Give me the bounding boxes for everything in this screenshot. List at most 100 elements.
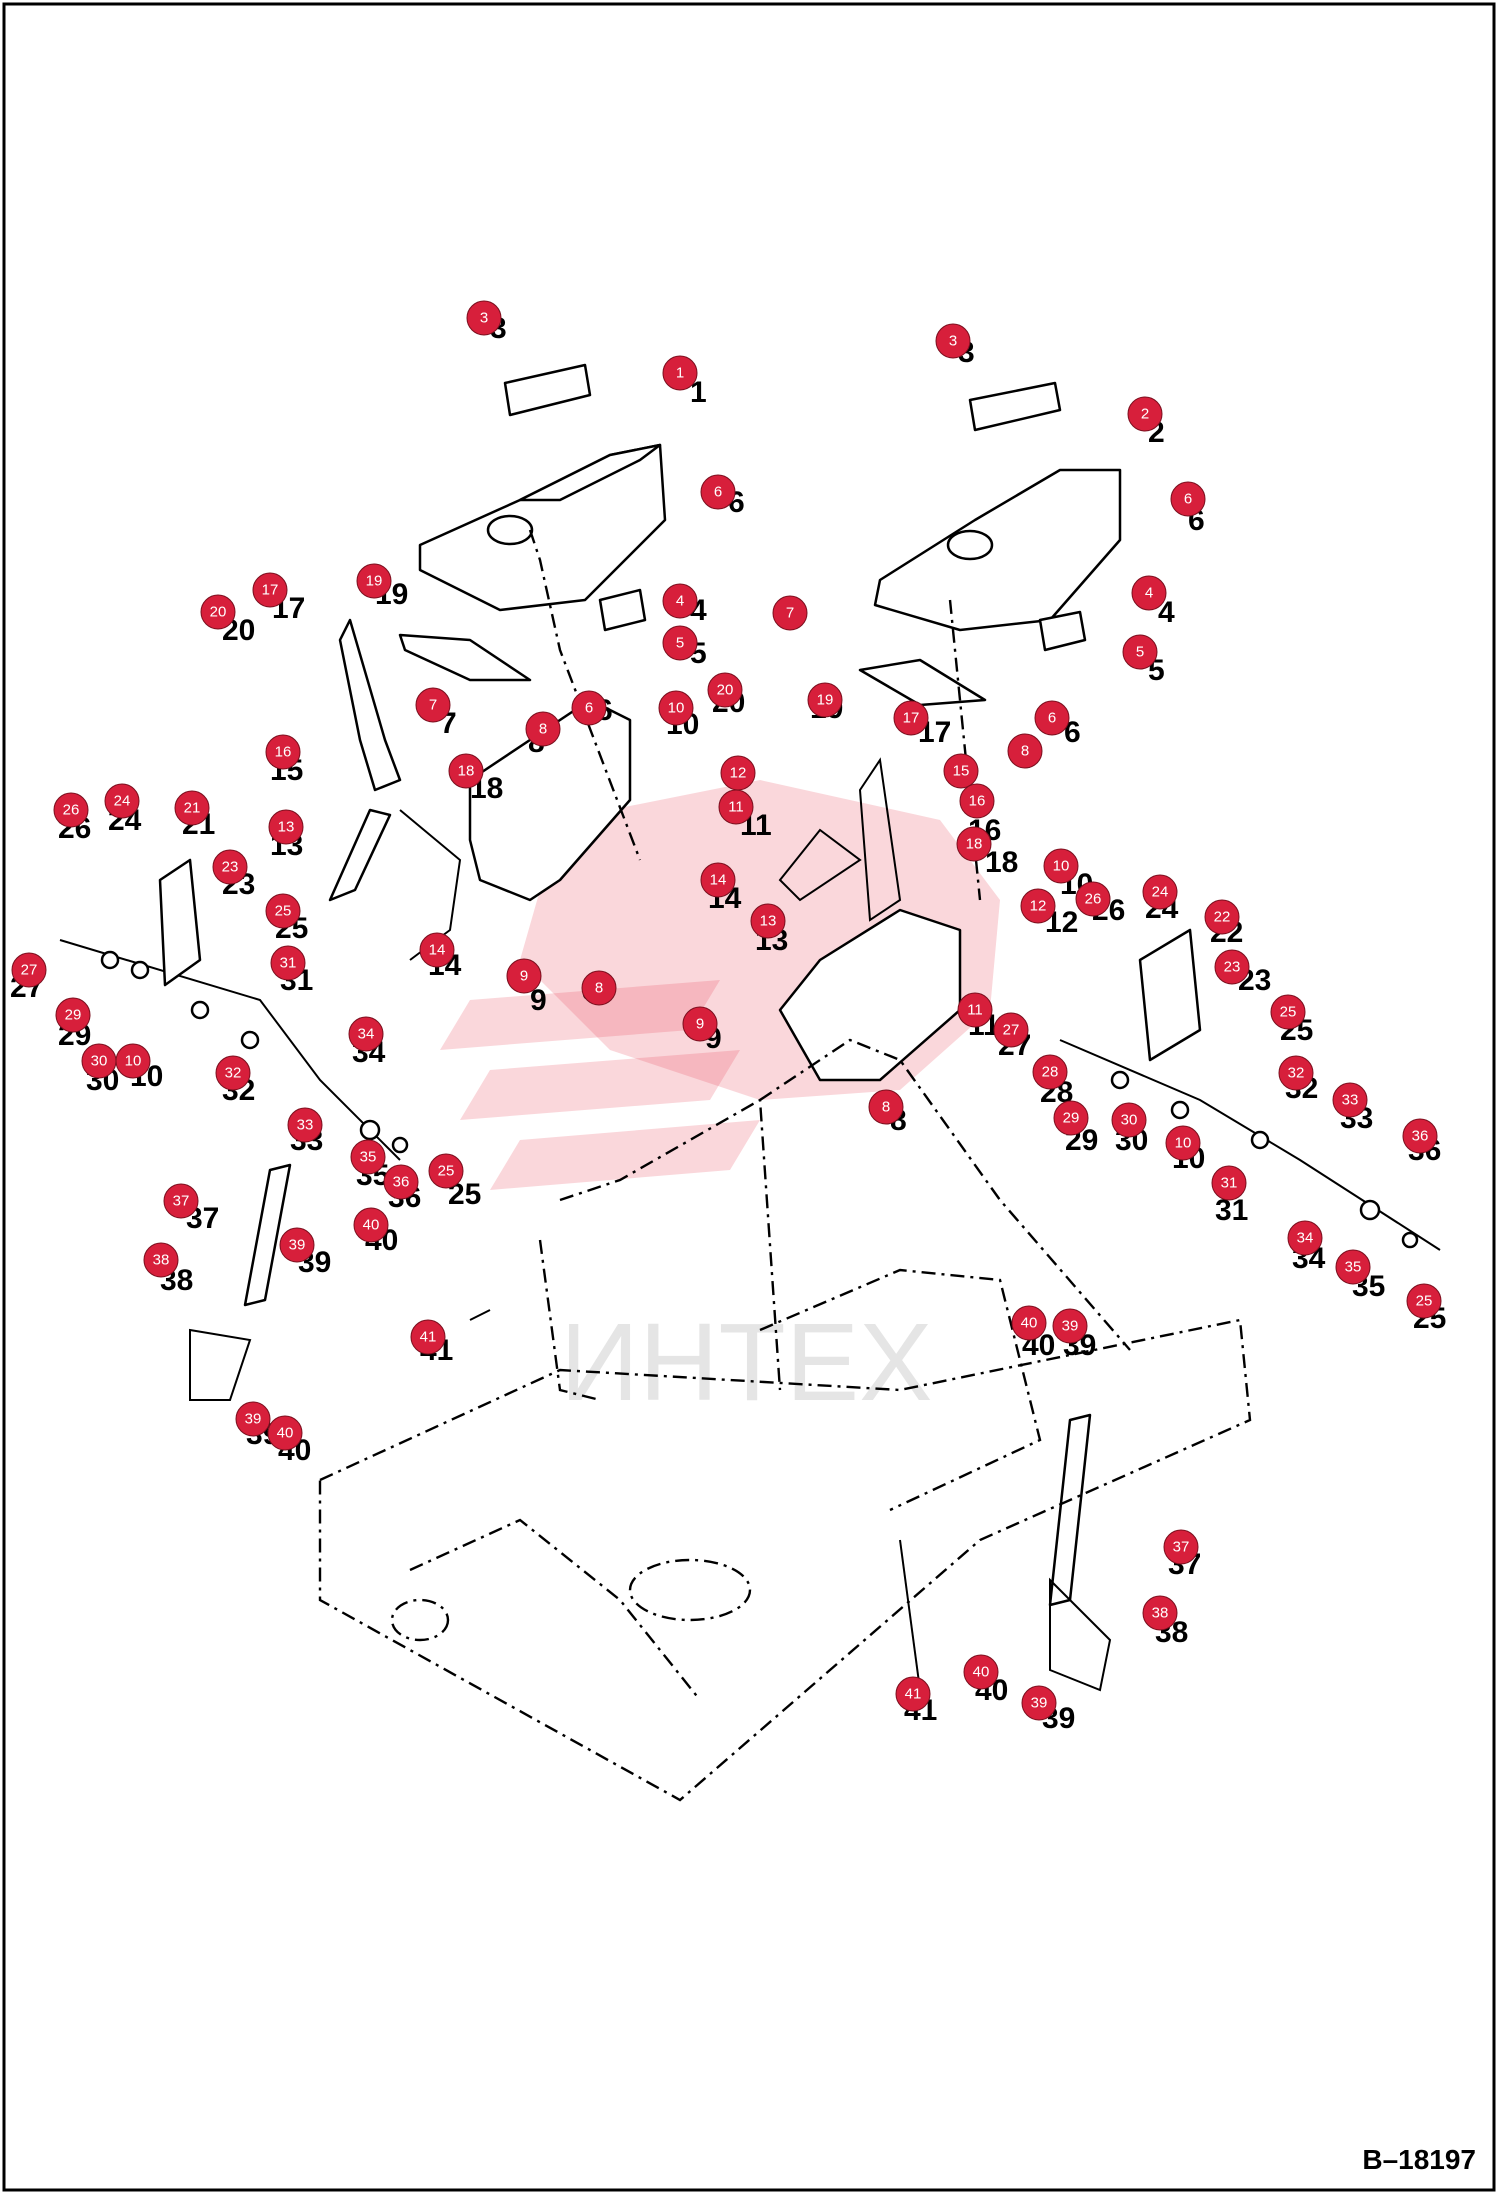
- callout-18[interactable]: 18: [956, 826, 992, 862]
- callout-marker[interactable]: [1011, 1305, 1047, 1341]
- callout-16[interactable]: 16: [959, 783, 995, 819]
- callout-40[interactable]: 40: [267, 1415, 303, 1451]
- callout-marker[interactable]: [772, 595, 808, 631]
- callout-marker[interactable]: [1020, 888, 1056, 924]
- callout-marker[interactable]: [1032, 1054, 1068, 1090]
- callout-marker[interactable]: [1402, 1118, 1438, 1154]
- callout-6[interactable]: 6: [700, 474, 736, 510]
- callout-marker[interactable]: [1007, 733, 1043, 769]
- callout-39[interactable]: 39: [1021, 1685, 1057, 1721]
- callout-marker[interactable]: [959, 783, 995, 819]
- callout-marker[interactable]: [252, 572, 288, 608]
- callout-marker[interactable]: [448, 753, 484, 789]
- callout-marker[interactable]: [1111, 1102, 1147, 1138]
- callout-25[interactable]: 25: [428, 1153, 464, 1189]
- callout-marker[interactable]: [11, 952, 47, 988]
- callout-marker[interactable]: [200, 594, 236, 630]
- callout-25[interactable]: 25: [265, 893, 301, 929]
- callout-28[interactable]: 28: [1032, 1054, 1068, 1090]
- callout-23[interactable]: 23: [1214, 949, 1250, 985]
- callout-39[interactable]: 39: [1052, 1308, 1088, 1344]
- callout-marker[interactable]: [993, 1012, 1029, 1048]
- callout-11[interactable]: 11: [957, 992, 993, 1028]
- callout-15[interactable]: 15: [943, 753, 979, 789]
- callout-14[interactable]: 14: [419, 932, 455, 968]
- callout-marker[interactable]: [1053, 1100, 1089, 1136]
- callout-22[interactable]: 22: [1204, 899, 1240, 935]
- callout-marker[interactable]: [1165, 1125, 1201, 1161]
- callout-marker[interactable]: [81, 1043, 117, 1079]
- callout-marker[interactable]: [506, 958, 542, 994]
- callout-marker[interactable]: [1204, 899, 1240, 935]
- callout-19[interactable]: 19: [807, 682, 843, 718]
- callout-40[interactable]: 40: [353, 1207, 389, 1243]
- callout-10[interactable]: 10: [115, 1043, 151, 1079]
- callout-20[interactable]: 20: [707, 672, 743, 708]
- callout-marker[interactable]: [1214, 949, 1250, 985]
- callout-8[interactable]: 8: [581, 970, 617, 1006]
- callout-marker[interactable]: [707, 672, 743, 708]
- callout-marker[interactable]: [212, 849, 248, 885]
- callout-marker[interactable]: [104, 783, 140, 819]
- callout-39[interactable]: 39: [235, 1401, 271, 1437]
- callout-18[interactable]: 18: [448, 753, 484, 789]
- callout-8[interactable]: 8: [525, 711, 561, 747]
- callout-24[interactable]: 24: [1142, 874, 1178, 910]
- callout-marker[interactable]: [1335, 1249, 1371, 1285]
- callout-marker[interactable]: [1332, 1082, 1368, 1118]
- callout-29[interactable]: 29: [55, 997, 91, 1033]
- callout-3[interactable]: 3: [466, 300, 502, 336]
- callout-37[interactable]: 37: [1163, 1529, 1199, 1565]
- callout-marker[interactable]: [571, 690, 607, 726]
- callout-marker[interactable]: [410, 1319, 446, 1355]
- callout-26[interactable]: 26: [53, 792, 89, 828]
- callout-marker[interactable]: [270, 945, 306, 981]
- callout-marker[interactable]: [1142, 1595, 1178, 1631]
- callout-31[interactable]: 31: [270, 945, 306, 981]
- callout-12[interactable]: 12: [720, 755, 756, 791]
- callout-marker[interactable]: [356, 563, 392, 599]
- callout-marker[interactable]: [265, 734, 301, 770]
- callout-marker[interactable]: [943, 753, 979, 789]
- callout-9[interactable]: 9: [682, 1006, 718, 1042]
- callout-marker[interactable]: [720, 755, 756, 791]
- callout-marker[interactable]: [163, 1183, 199, 1219]
- callout-23[interactable]: 23: [212, 849, 248, 885]
- callout-10[interactable]: 10: [658, 690, 694, 726]
- callout-marker[interactable]: [215, 1055, 251, 1091]
- callout-1[interactable]: 1: [662, 355, 698, 391]
- callout-marker[interactable]: [279, 1227, 315, 1263]
- callout-marker[interactable]: [700, 474, 736, 510]
- callout-marker[interactable]: [700, 862, 736, 898]
- callout-marker[interactable]: [1287, 1220, 1323, 1256]
- callout-3[interactable]: 3: [935, 323, 971, 359]
- callout-27[interactable]: 27: [11, 952, 47, 988]
- callout-39[interactable]: 39: [279, 1227, 315, 1263]
- callout-27[interactable]: 27: [993, 1012, 1029, 1048]
- callout-marker[interactable]: [350, 1139, 386, 1175]
- callout-41[interactable]: 41: [410, 1319, 446, 1355]
- callout-17[interactable]: 17: [252, 572, 288, 608]
- callout-30[interactable]: 30: [81, 1043, 117, 1079]
- callout-marker[interactable]: [662, 583, 698, 619]
- callout-21[interactable]: 21: [174, 790, 210, 826]
- callout-37[interactable]: 37: [163, 1183, 199, 1219]
- callout-marker[interactable]: [466, 300, 502, 336]
- callout-35[interactable]: 35: [1335, 1249, 1371, 1285]
- callout-14[interactable]: 14: [700, 862, 736, 898]
- callout-marker[interactable]: [383, 1164, 419, 1200]
- callout-marker[interactable]: [935, 323, 971, 359]
- callout-marker[interactable]: [1052, 1308, 1088, 1344]
- callout-5[interactable]: 5: [662, 625, 698, 661]
- callout-38[interactable]: 38: [143, 1242, 179, 1278]
- callout-marker[interactable]: [662, 625, 698, 661]
- callout-38[interactable]: 38: [1142, 1595, 1178, 1631]
- callout-marker[interactable]: [1270, 994, 1306, 1030]
- callout-13[interactable]: 13: [750, 903, 786, 939]
- callout-13[interactable]: 13: [268, 809, 304, 845]
- callout-30[interactable]: 30: [1111, 1102, 1147, 1138]
- callout-marker[interactable]: [53, 792, 89, 828]
- callout-marker[interactable]: [658, 690, 694, 726]
- callout-marker[interactable]: [1406, 1283, 1442, 1319]
- callout-marker[interactable]: [963, 1654, 999, 1690]
